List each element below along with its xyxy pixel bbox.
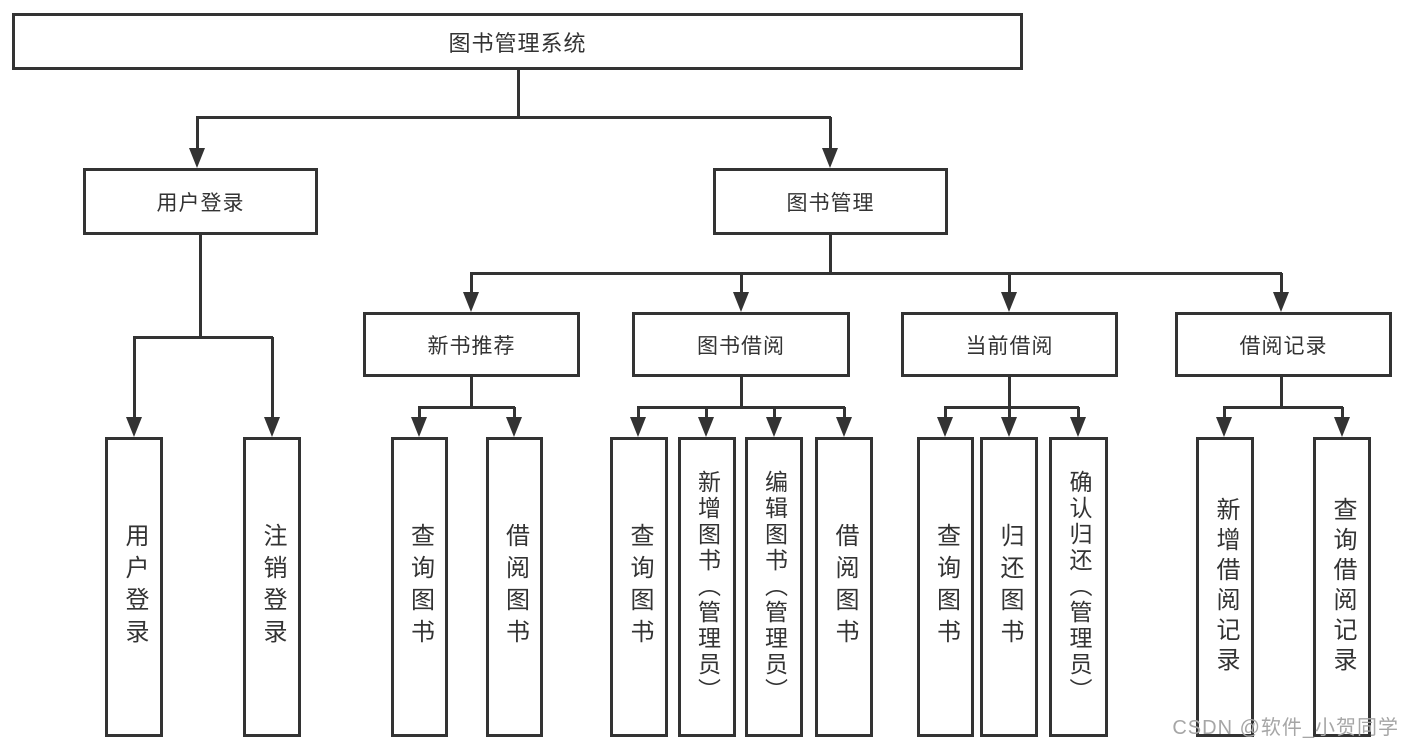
connector-line bbox=[773, 407, 776, 421]
connector-line bbox=[196, 116, 831, 119]
arrowhead-down-icon bbox=[1216, 417, 1232, 437]
leaf-label: 用户登录 bbox=[121, 523, 148, 651]
connector-line bbox=[1341, 407, 1344, 421]
csdn-watermark: CSDN @软件_小贺同学 bbox=[1172, 717, 1399, 739]
arrowhead-down-icon bbox=[836, 417, 852, 437]
leaf-add-borrow-record: 新增借阅记录 bbox=[1196, 437, 1254, 737]
connector-line bbox=[196, 117, 199, 152]
arrowhead-down-icon bbox=[463, 292, 479, 312]
arrowhead-down-icon bbox=[1001, 292, 1017, 312]
connector-line bbox=[843, 407, 846, 421]
connector-line bbox=[418, 406, 515, 409]
connector-line bbox=[1077, 407, 1080, 421]
arrowhead-down-icon bbox=[264, 417, 280, 437]
leaf-query-borrow-record: 查询借阅记录 bbox=[1313, 437, 1371, 737]
node-library-system: 图书管理系统 bbox=[12, 13, 1023, 70]
leaf-label: 确认归还（管理员） bbox=[1066, 470, 1092, 704]
connector-line bbox=[513, 407, 516, 421]
connector-line bbox=[740, 375, 743, 409]
leaf-return-book: 归还图书 bbox=[980, 437, 1038, 737]
node-label: 图书管理 bbox=[786, 191, 875, 215]
leaf-confirm-return-admin: 确认归还（管理员） bbox=[1049, 437, 1108, 737]
connector-line bbox=[133, 337, 136, 421]
leaf-label: 查询图书 bbox=[626, 523, 653, 651]
arrowhead-down-icon bbox=[937, 417, 953, 437]
leaf-add-book-admin: 新增图书（管理员） bbox=[678, 437, 736, 737]
connector-line bbox=[944, 406, 1079, 409]
arrowhead-down-icon bbox=[698, 417, 714, 437]
arrowhead-down-icon bbox=[822, 148, 838, 168]
connector-line bbox=[470, 375, 473, 409]
connector-line bbox=[1008, 407, 1011, 421]
node-current-borrow: 当前借阅 bbox=[901, 312, 1118, 377]
connector-line bbox=[517, 68, 520, 119]
node-label: 图书借阅 bbox=[697, 334, 785, 358]
leaf-label: 查询图书 bbox=[932, 523, 960, 651]
leaf-label: 新增图书（管理员） bbox=[694, 470, 721, 704]
leaf-label: 新增借阅记录 bbox=[1212, 497, 1239, 677]
node-book-management: 图书管理 bbox=[713, 168, 948, 235]
leaf-label: 查询图书 bbox=[406, 523, 434, 651]
leaf-edit-book-admin: 编辑图书（管理员） bbox=[745, 437, 803, 737]
node-label: 用户登录 bbox=[156, 191, 245, 215]
arrowhead-down-icon bbox=[766, 417, 782, 437]
connector-line bbox=[1223, 407, 1226, 421]
arrowhead-down-icon bbox=[506, 417, 522, 437]
arrowhead-down-icon bbox=[1001, 417, 1017, 437]
leaf-label: 归还图书 bbox=[996, 523, 1023, 651]
node-new-book-recommend: 新书推荐 bbox=[363, 312, 580, 377]
connector-line bbox=[1280, 375, 1283, 409]
node-label: 新书推荐 bbox=[427, 334, 516, 358]
connector-line bbox=[1280, 273, 1283, 296]
arrowhead-down-icon bbox=[189, 148, 205, 168]
node-user-login: 用户登录 bbox=[83, 168, 318, 235]
leaf-user-login: 用户登录 bbox=[105, 437, 163, 737]
leaf-query-books-3: 查询图书 bbox=[917, 437, 974, 737]
leaf-query-books-2: 查询图书 bbox=[610, 437, 668, 737]
leaf-label: 注销登录 bbox=[259, 523, 286, 651]
connector-line bbox=[705, 407, 708, 421]
leaf-borrow-books-2: 借阅图书 bbox=[815, 437, 873, 737]
connector-line bbox=[1008, 375, 1011, 409]
arrowhead-down-icon bbox=[733, 292, 749, 312]
arrowhead-down-icon bbox=[630, 417, 646, 437]
node-label: 借阅记录 bbox=[1239, 334, 1328, 358]
leaf-label: 借阅图书 bbox=[501, 523, 529, 651]
node-label: 图书管理系统 bbox=[448, 30, 587, 56]
connector-line bbox=[829, 233, 832, 275]
arrowhead-down-icon bbox=[1334, 417, 1350, 437]
connector-line bbox=[740, 273, 743, 296]
node-borrow-records: 借阅记录 bbox=[1175, 312, 1392, 377]
connector-line bbox=[470, 272, 1282, 275]
connector-line bbox=[418, 407, 421, 421]
leaf-logout: 注销登录 bbox=[243, 437, 301, 737]
arrowhead-down-icon bbox=[126, 417, 142, 437]
connector-line bbox=[1008, 273, 1011, 296]
connector-line bbox=[470, 273, 473, 296]
connector-line bbox=[637, 406, 845, 409]
connector-line bbox=[829, 117, 832, 152]
connector-line bbox=[133, 336, 273, 339]
node-book-borrow: 图书借阅 bbox=[632, 312, 850, 377]
leaf-label: 编辑图书（管理员） bbox=[761, 470, 788, 704]
connector-line bbox=[637, 407, 640, 421]
connector-line bbox=[1223, 406, 1343, 409]
leaf-label: 借阅图书 bbox=[831, 523, 858, 651]
arrowhead-down-icon bbox=[1070, 417, 1086, 437]
connector-line bbox=[944, 407, 947, 421]
node-label: 当前借阅 bbox=[965, 334, 1054, 358]
arrowhead-down-icon bbox=[1273, 292, 1289, 312]
connector-line bbox=[271, 337, 274, 421]
leaf-query-books-1: 查询图书 bbox=[391, 437, 448, 737]
leaf-borrow-books-1: 借阅图书 bbox=[486, 437, 543, 737]
connector-line bbox=[199, 233, 202, 339]
leaf-label: 查询借阅记录 bbox=[1329, 497, 1356, 677]
arrowhead-down-icon bbox=[411, 417, 427, 437]
